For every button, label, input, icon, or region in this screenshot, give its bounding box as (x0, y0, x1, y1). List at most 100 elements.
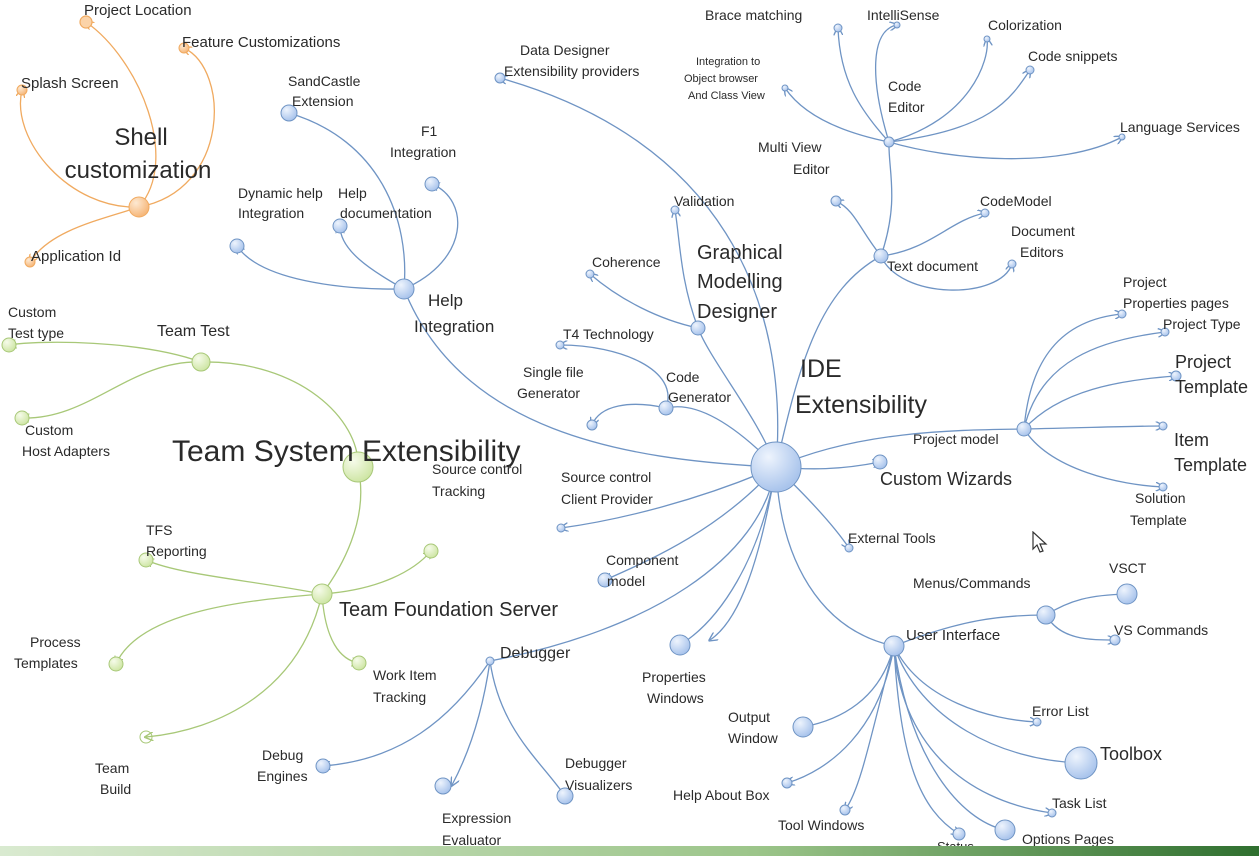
node-team-system (342, 451, 374, 483)
node-data-designer (494, 72, 506, 84)
label-dynamic-help-2: Integration (238, 205, 304, 221)
label-tfs-reporting-1: TFS (146, 522, 172, 538)
node-process-templates (108, 656, 124, 672)
label-codemodel: CodeModel (980, 193, 1052, 209)
node-dynamic-help (229, 238, 245, 254)
node-properties-windows (669, 634, 691, 656)
label-output-window-2: Window (728, 730, 779, 746)
node-f1-integration (424, 176, 440, 192)
label-coherence: Coherence (592, 254, 661, 270)
label-process-templates-1: Process (30, 634, 81, 650)
label-f1-2: Integration (390, 144, 456, 160)
node-help-integration (393, 278, 415, 300)
node-solution-template (1158, 482, 1168, 492)
label-integration-ob-3: And Class View (688, 90, 765, 102)
node-team-test (191, 352, 211, 372)
label-help-integration-1: Help (428, 291, 463, 310)
node-tool-windows (839, 804, 851, 816)
node-team-build (139, 730, 153, 744)
node-code-generator (658, 400, 674, 416)
labels: Project Location Feature Customizations … (8, 2, 1248, 854)
node-coherence (585, 269, 595, 279)
node-debugger (485, 656, 495, 666)
label-sc-client-1: Source control (561, 469, 651, 485)
node-project-template (1170, 370, 1182, 382)
label-project-location: Project Location (84, 2, 192, 19)
label-custom-host-1: Custom (25, 422, 73, 438)
label-work-item-2: Tracking (373, 689, 426, 705)
label-sc-tracking-2: Tracking (432, 483, 485, 499)
label-colorization: Colorization (988, 17, 1062, 33)
label-multi-view-1: Multi View (758, 139, 822, 155)
node-intellisense (893, 21, 901, 29)
node-task-list (1047, 808, 1057, 818)
node-vs-commands (1109, 634, 1121, 646)
label-document-editors-2: Editors (1020, 244, 1064, 260)
node-help-about (781, 777, 793, 789)
team-system-branch-edges (9, 342, 431, 737)
label-validation: Validation (674, 193, 734, 209)
label-process-templates-2: Templates (14, 655, 78, 671)
label-gmd-1: Graphical (697, 242, 783, 264)
node-codemodel (980, 208, 990, 218)
label-language-services: Language Services (1120, 119, 1240, 135)
mouse-cursor-icon (1032, 531, 1048, 553)
node-brace-matching (833, 23, 843, 33)
label-debug-engines-2: Engines (257, 768, 308, 784)
label-sc-tracking-1: Source control (432, 461, 522, 477)
label-item-template-1: Item (1174, 430, 1209, 450)
label-debugger-vis-1: Debugger (565, 755, 627, 771)
node-project-props (1117, 309, 1127, 319)
label-ide-1: IDE (800, 355, 842, 383)
label-custom-host-2: Host Adapters (22, 443, 110, 459)
node-application-id (24, 256, 36, 268)
node-user-interface (883, 635, 905, 657)
node-component-model (597, 572, 613, 588)
label-component-model-2: model (607, 573, 645, 589)
label-solution-template-2: Template (1130, 512, 1187, 528)
ide-nodes (229, 21, 1182, 841)
node-team-foundation-server (311, 583, 333, 605)
label-project-type: Project Type (1163, 316, 1241, 332)
label-team-system: Team System Extensibility (172, 435, 520, 468)
label-project-props-2: Properties pages (1123, 295, 1229, 311)
label-f1-1: F1 (421, 123, 438, 139)
label-shell-customization-1: Shell (114, 124, 167, 151)
label-solution-template-1: Solution (1135, 490, 1186, 506)
label-intellisense: IntelliSense (867, 7, 940, 23)
label-project-template-2: Template (1175, 377, 1248, 397)
label-code-editor-1: Code (888, 78, 922, 94)
label-output-window-1: Output (728, 709, 770, 725)
node-tfs-extra (423, 543, 439, 559)
node-shell-customization (128, 196, 150, 218)
node-splash-screen (16, 84, 28, 96)
node-vsct (1116, 583, 1138, 605)
node-debugger-visualizers (556, 787, 574, 805)
label-splash-screen: Splash Screen (21, 75, 119, 92)
node-options-pages (994, 819, 1016, 841)
node-single-file (586, 419, 598, 431)
node-item-template (1158, 421, 1168, 431)
node-sandcastle (280, 104, 298, 122)
label-tool-windows: Tool Windows (778, 817, 864, 833)
node-graphical-modelling (690, 320, 706, 336)
shell-branch-edges (20, 22, 215, 262)
label-work-item-1: Work Item (373, 667, 437, 683)
label-menus-commands: Menus/Commands (913, 575, 1031, 591)
label-t4: T4 Technology (563, 326, 654, 342)
label-project-props-1: Project (1123, 274, 1167, 290)
node-project-model (1016, 421, 1032, 437)
node-text-document (873, 248, 889, 264)
node-toolbox (1064, 746, 1098, 780)
label-team-foundation: Team Foundation Server (339, 599, 558, 621)
label-user-interface: User Interface (906, 627, 1000, 644)
node-feature-customizations (178, 42, 190, 54)
label-item-template-2: Template (1174, 455, 1247, 475)
label-sc-client-2: Client Provider (561, 491, 653, 507)
node-sc-client (556, 523, 566, 533)
node-status (952, 827, 966, 841)
node-validation (670, 205, 680, 215)
label-error-list: Error List (1032, 703, 1089, 719)
node-colorization (983, 35, 991, 43)
